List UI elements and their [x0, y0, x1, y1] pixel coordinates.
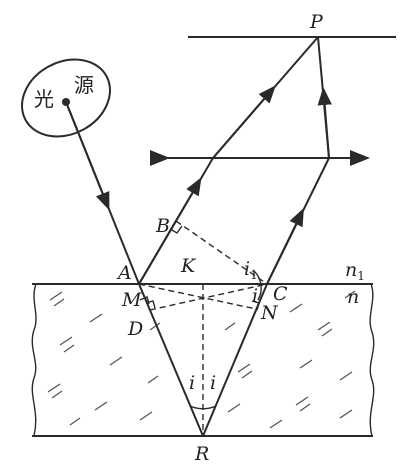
angle-label-i-left: i	[189, 372, 195, 394]
slab-left-edge	[31, 283, 37, 437]
label-A: A	[116, 262, 132, 284]
dash-AN	[138, 283, 257, 310]
source-char-1: 光	[34, 87, 54, 111]
right-angle-N	[251, 300, 260, 311]
angle-label-i-mid: i	[252, 285, 258, 307]
slab-right-edge	[369, 283, 375, 437]
reflected-ray-rc	[202, 283, 268, 437]
dash-BC	[175, 220, 268, 285]
light-source	[21, 58, 111, 138]
right-angle-D	[145, 300, 156, 309]
label-K: K	[180, 255, 197, 277]
source-char-2: 源	[74, 73, 94, 97]
medium-label-n: n	[347, 286, 359, 308]
angle-label-i1: i1	[244, 258, 258, 282]
label-P: P	[309, 11, 324, 33]
glass-hatching	[47, 290, 356, 429]
angle-arc-R	[189, 405, 217, 410]
incident-ray-arrow	[65, 101, 110, 211]
angle-label-i-right: i	[210, 372, 216, 394]
dash-DC	[149, 283, 268, 311]
label-B: B	[155, 215, 170, 237]
label-R: R	[194, 443, 209, 465]
angle-arc-C	[252, 269, 262, 301]
refracted-ray-ar	[138, 283, 204, 437]
medium-label-n1: n1	[345, 259, 365, 283]
glass-slab	[31, 283, 375, 437]
label-N: N	[260, 302, 279, 324]
label-C: C	[273, 283, 288, 305]
label-D: D	[127, 318, 143, 340]
label-M: M	[121, 289, 142, 311]
right-angle-B	[169, 225, 183, 234]
